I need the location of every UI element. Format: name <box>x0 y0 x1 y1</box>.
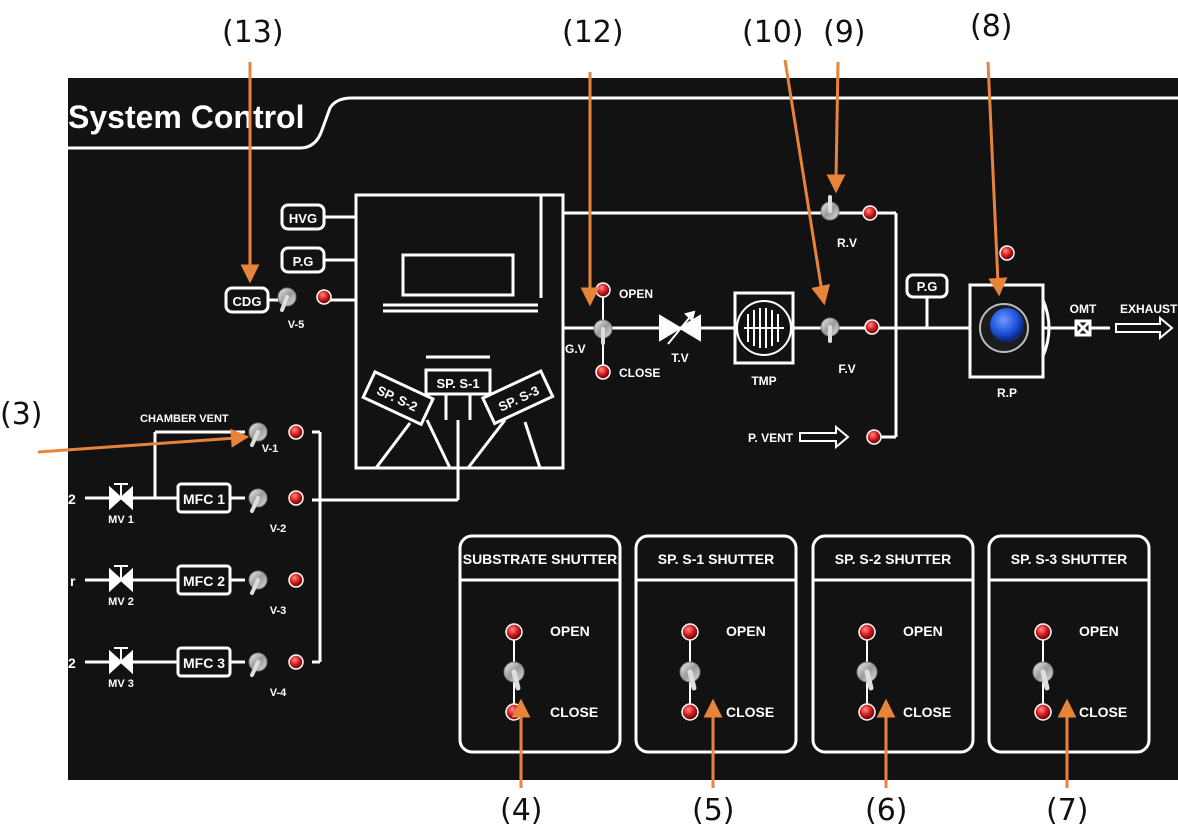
chamber-vent-label: CHAMBER VENT <box>140 413 229 425</box>
rp-label: R.P <box>997 386 1017 400</box>
led-shutter-open <box>682 624 698 640</box>
shutter-close-label: CLOSE <box>726 704 774 720</box>
callout-12: (12) <box>562 18 624 48</box>
shutter-open-label: OPEN <box>1079 623 1119 639</box>
shutter-close-label: CLOSE <box>550 704 598 720</box>
p-vent-label: P. VENT <box>748 431 794 445</box>
led-shutter-open <box>1035 624 1051 640</box>
led-rv <box>863 206 877 220</box>
led-shutter-close <box>859 704 875 720</box>
hvg-label: HVG <box>289 211 317 226</box>
shutter-title: SP. S-1 SHUTTER <box>658 551 774 567</box>
callout-4: (4) <box>500 796 543 826</box>
shutter-close-label: CLOSE <box>903 704 951 720</box>
panel-background <box>68 78 1178 780</box>
callout-9: (9) <box>823 18 866 48</box>
led-v4 <box>289 655 303 669</box>
v5-label: V-5 <box>288 319 305 331</box>
led-shutter-open <box>859 624 875 640</box>
callout-10: (10) <box>742 18 804 48</box>
exhaust-label: EXHAUST <box>1120 302 1178 316</box>
panel-title: System Control <box>68 99 304 135</box>
shutter-title: SP. S-3 SHUTTER <box>1011 551 1127 567</box>
rotary-pump-knob[interactable] <box>980 304 1028 352</box>
led-v2 <box>289 491 303 505</box>
shutter-open-label: OPEN <box>726 623 766 639</box>
gas2-tail-label: r <box>70 573 76 589</box>
callout-7: (7) <box>1046 796 1089 826</box>
led-gv-close <box>596 365 610 379</box>
gv-open-label: OPEN <box>619 287 653 301</box>
led-fv <box>865 320 879 334</box>
led-p-vent <box>867 430 881 444</box>
callout-3: (3) <box>0 400 43 430</box>
rv-label: R.V <box>837 236 857 250</box>
mv1-label: MV 1 <box>108 514 134 526</box>
led-v1 <box>289 425 303 439</box>
fv-label: F.V <box>838 362 855 376</box>
tv-label: T.V <box>671 351 688 365</box>
gas3-tail-label: 2 <box>68 655 76 671</box>
pg-right-label: P.G <box>917 279 938 294</box>
led-rp <box>1000 246 1014 260</box>
callout-8: (8) <box>970 12 1013 42</box>
led-v5 <box>317 290 331 304</box>
mv2-label: MV 2 <box>108 596 134 608</box>
shutter-open-label: OPEN <box>550 623 590 639</box>
led-v3 <box>289 573 303 587</box>
mfc3-label: MFC 3 <box>183 655 225 671</box>
led-shutter-open <box>506 624 522 640</box>
v2-label: V-2 <box>270 523 287 535</box>
v3-label: V-3 <box>270 605 287 617</box>
shutter-close-label: CLOSE <box>1079 704 1127 720</box>
shutter-title: SP. S-2 SHUTTER <box>835 551 951 567</box>
callout-6: (6) <box>865 796 908 826</box>
gas1-tail-label: 2 <box>68 491 76 507</box>
callout-5: (5) <box>692 796 735 826</box>
tmp-label: TMP <box>751 374 776 388</box>
shutter-open-label: OPEN <box>903 623 943 639</box>
shutter-title: SUBSTRATE SHUTTER <box>463 551 618 567</box>
source-s1-label: SP. S-1 <box>436 376 479 391</box>
gv-close-label: CLOSE <box>619 366 660 380</box>
led-shutter-close <box>1035 704 1051 720</box>
v1-label: V-1 <box>262 443 279 455</box>
cdg-label: CDG <box>233 294 262 309</box>
led-shutter-close <box>682 704 698 720</box>
mfc2-label: MFC 2 <box>183 573 225 589</box>
omt-label: OMT <box>1070 302 1097 316</box>
v4-label: V-4 <box>270 687 287 699</box>
mfc1-label: MFC 1 <box>183 491 225 507</box>
gv-label: G.V <box>565 342 586 356</box>
callout-13: (13) <box>222 18 284 48</box>
pg-left-label: P.G <box>293 254 314 269</box>
mv3-label: MV 3 <box>108 678 134 690</box>
